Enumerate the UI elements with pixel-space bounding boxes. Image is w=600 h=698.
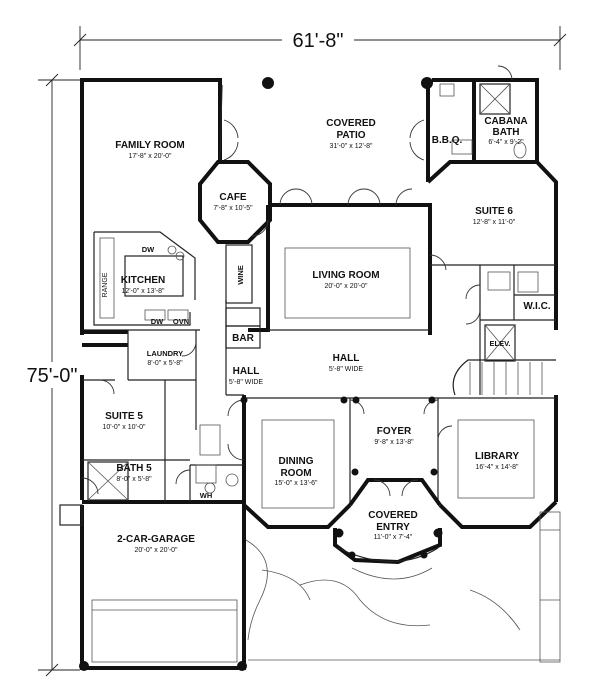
- foyer-label: FOYER: [377, 426, 412, 437]
- library-label: LIBRARY: [475, 451, 519, 462]
- water-heater-label: WH: [200, 491, 213, 500]
- dishwasher-upper-label: DW: [142, 245, 155, 254]
- cafe-bay: [198, 160, 272, 244]
- suite6-label: SUITE 6: [475, 206, 513, 217]
- suite5-size: 10'-0" x 10'-0": [102, 424, 146, 431]
- living-room-label: LIVING ROOM: [312, 270, 379, 281]
- bath5-label: BATH 5: [116, 463, 152, 474]
- wine-label: WINE: [236, 265, 245, 285]
- dining-room-size: 15'-0" x 13'-6": [274, 480, 318, 487]
- dining-room-ceiling: [261, 419, 335, 509]
- covered-entry-label-1: COVERED: [368, 510, 417, 521]
- dining-room-label-1: DINING: [279, 456, 314, 467]
- cabana-bath-size: 6'-4" x 9'-2": [488, 139, 524, 146]
- elevator-details: [484, 271, 539, 362]
- living-room-size: 20'-0" x 20'-0": [324, 283, 368, 290]
- suite6-size: 12'-8" x 11'-0": [473, 219, 516, 226]
- hall-center-size: 5'-8" WIDE: [329, 366, 363, 373]
- overall-depth-label: 75'-0": [27, 365, 78, 387]
- bbq-label: B.B.Q.: [432, 135, 463, 146]
- family-room-size: 17'-8" x 20'-0": [128, 153, 172, 160]
- foyer-size: 9'-8" x 13'-8": [374, 439, 414, 446]
- cabana-bath-label-2: BATH: [492, 127, 519, 138]
- living-room-walls: [248, 203, 432, 335]
- site-features: [245, 511, 561, 663]
- columns: [79, 77, 443, 671]
- exterior-walls: [80, 78, 558, 670]
- family-room-label: FAMILY ROOM: [115, 140, 184, 151]
- hall-left-label: HALL: [233, 366, 260, 377]
- bath-fixtures: [87, 424, 239, 501]
- covered-patio-label-1: COVERED: [326, 118, 375, 129]
- hall-left-size: 5'-8" WIDE: [229, 379, 263, 386]
- covered-patio-label-2: PATIO: [336, 130, 365, 141]
- laundry-label: LAUNDRY: [147, 349, 183, 358]
- cafe-size: 7'-8" x 10'-5": [213, 205, 253, 212]
- range-label: RANGE: [102, 272, 109, 297]
- suite5-label: SUITE 5: [105, 411, 143, 422]
- bar-label: BAR: [232, 333, 254, 344]
- stairs: [452, 359, 556, 396]
- laundry-size: 8'-0" x 5'-8": [147, 360, 183, 367]
- elev-label: ELEV.: [490, 339, 511, 348]
- covered-entry-size: 11'-0" x 7'-4": [374, 534, 413, 541]
- cafe-label: CAFE: [219, 192, 247, 203]
- interior-walls: [82, 84, 556, 505]
- garage-details: [59, 504, 238, 663]
- garage-label: 2-CAR-GARAGE: [117, 534, 195, 545]
- cabana-bath-label-1: CABANA: [484, 116, 527, 127]
- living-room-ceiling: [284, 247, 411, 319]
- covered-patio-size: 31'-0" x 12'-8": [329, 143, 373, 150]
- garage-size: 20'-0" x 20'-0": [134, 547, 178, 554]
- library-size: 16'-4" x 14'-8": [475, 464, 519, 471]
- dining-room-label-2: ROOM: [280, 468, 311, 479]
- kitchen-label: KITCHEN: [121, 275, 165, 286]
- oven-label: OVN: [173, 317, 189, 326]
- kitchen-size: 12'-0" x 13'-8": [121, 288, 165, 295]
- bath5-size: 8'-0" x 5'-8": [116, 476, 152, 483]
- library-ceiling: [457, 419, 535, 499]
- kitchen-fixtures: [93, 231, 196, 326]
- covered-entry-label-2: ENTRY: [376, 522, 410, 533]
- wic-label: W.I.C.: [523, 301, 550, 312]
- hall-center-label: HALL: [333, 353, 360, 364]
- doors: [81, 65, 513, 497]
- dishwasher-lower-label: DW: [151, 317, 164, 326]
- cabana-fixtures: [439, 83, 527, 159]
- overall-width-label: 61'-8": [293, 30, 344, 52]
